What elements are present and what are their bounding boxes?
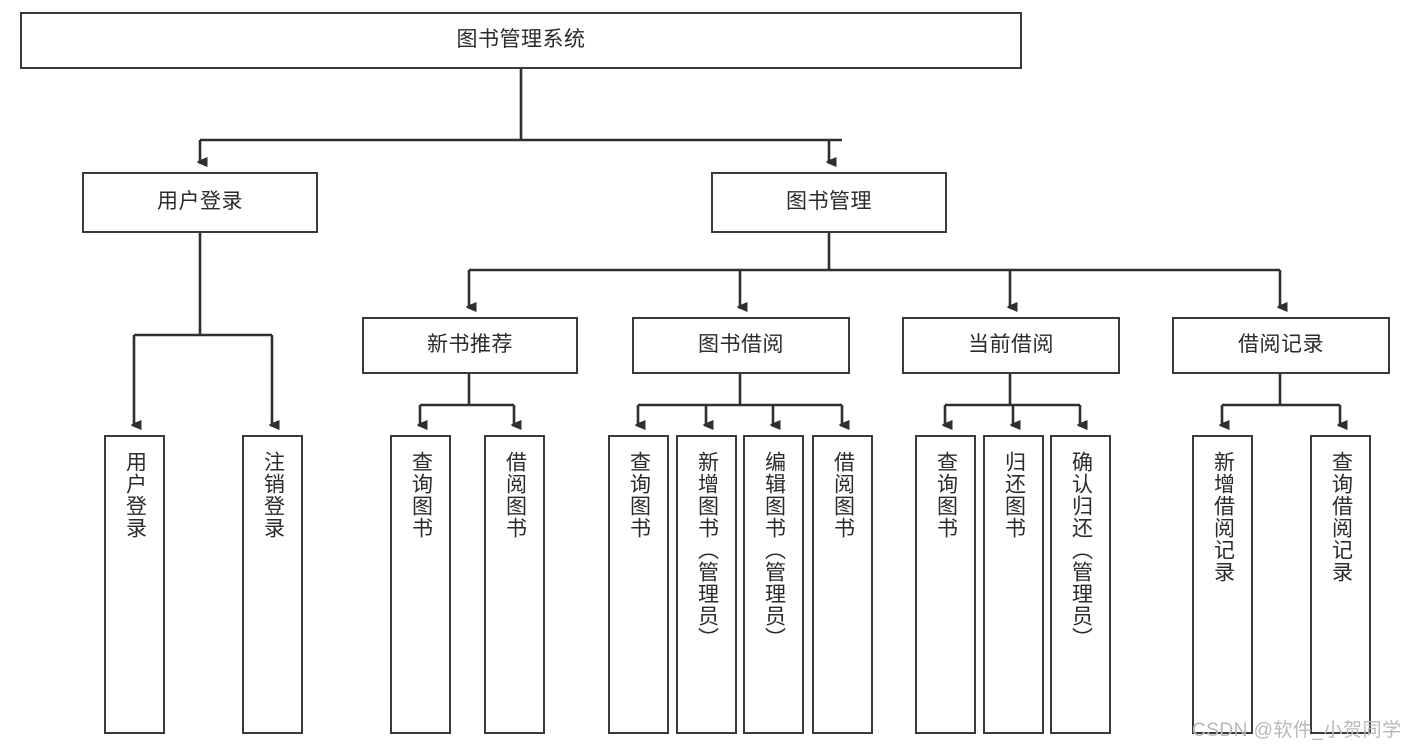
node-new-book-recommend-label: 新书推荐 xyxy=(427,333,513,357)
node-user-login-module-label: 用户登录 xyxy=(157,190,243,214)
node-leaf-current-return[interactable]: 归还图书 xyxy=(983,435,1044,734)
node-leaf-record-query[interactable]: 查询借阅记录 xyxy=(1310,435,1371,734)
node-leaf-current-query[interactable]: 查询图书 xyxy=(915,435,976,734)
node-leaf-newbook-query[interactable]: 查询图书 xyxy=(390,435,451,734)
node-book-management-module-label: 图书管理 xyxy=(786,190,872,214)
node-leaf-record-add-label: 新增借阅记录 xyxy=(1211,451,1235,583)
node-leaf-record-add[interactable]: 新增借阅记录 xyxy=(1192,435,1253,734)
node-book-borrow-label: 图书借阅 xyxy=(698,333,784,357)
node-book-borrow[interactable]: 图书借阅 xyxy=(632,317,850,374)
node-leaf-borrow-edit-admin[interactable]: 编辑图书（管理员） xyxy=(743,435,804,734)
node-leaf-newbook-query-label: 查询图书 xyxy=(409,451,433,539)
node-leaf-user-login-label: 用户登录 xyxy=(123,451,147,539)
node-leaf-newbook-borrow[interactable]: 借阅图书 xyxy=(484,435,545,734)
node-root[interactable]: 图书管理系统 xyxy=(20,12,1022,69)
node-leaf-user-logout[interactable]: 注销登录 xyxy=(242,435,303,734)
node-user-login-module[interactable]: 用户登录 xyxy=(82,172,318,233)
node-leaf-borrow-add-admin[interactable]: 新增图书（管理员） xyxy=(676,435,737,734)
node-borrow-record[interactable]: 借阅记录 xyxy=(1172,317,1390,374)
node-leaf-borrow-query-label: 查询图书 xyxy=(627,451,651,539)
node-leaf-borrow-lend[interactable]: 借阅图书 xyxy=(812,435,873,734)
node-borrow-record-label: 借阅记录 xyxy=(1238,333,1324,357)
node-book-management-module[interactable]: 图书管理 xyxy=(711,172,947,233)
node-leaf-borrow-add-admin-label: 新增图书（管理员） xyxy=(695,451,719,649)
node-leaf-newbook-borrow-label: 借阅图书 xyxy=(503,451,527,539)
node-leaf-user-logout-label: 注销登录 xyxy=(261,451,285,539)
node-new-book-recommend[interactable]: 新书推荐 xyxy=(362,317,578,374)
node-leaf-current-query-label: 查询图书 xyxy=(934,451,958,539)
node-leaf-borrow-edit-admin-label: 编辑图书（管理员） xyxy=(762,451,786,649)
node-leaf-borrow-lend-label: 借阅图书 xyxy=(831,451,855,539)
node-leaf-current-confirm-admin-label: 确认归还（管理员） xyxy=(1069,451,1093,649)
node-root-label: 图书管理系统 xyxy=(456,28,586,52)
node-current-borrow-label: 当前借阅 xyxy=(968,333,1054,357)
node-leaf-current-return-label: 归还图书 xyxy=(1002,451,1026,539)
node-current-borrow[interactable]: 当前借阅 xyxy=(902,317,1120,374)
node-leaf-record-query-label: 查询借阅记录 xyxy=(1329,451,1353,583)
csdn-watermark: CSDN @软件_小贺同学 xyxy=(1192,720,1402,741)
node-leaf-borrow-query[interactable]: 查询图书 xyxy=(608,435,669,734)
node-leaf-current-confirm-admin[interactable]: 确认归还（管理员） xyxy=(1050,435,1111,734)
node-leaf-user-login[interactable]: 用户登录 xyxy=(104,435,165,734)
